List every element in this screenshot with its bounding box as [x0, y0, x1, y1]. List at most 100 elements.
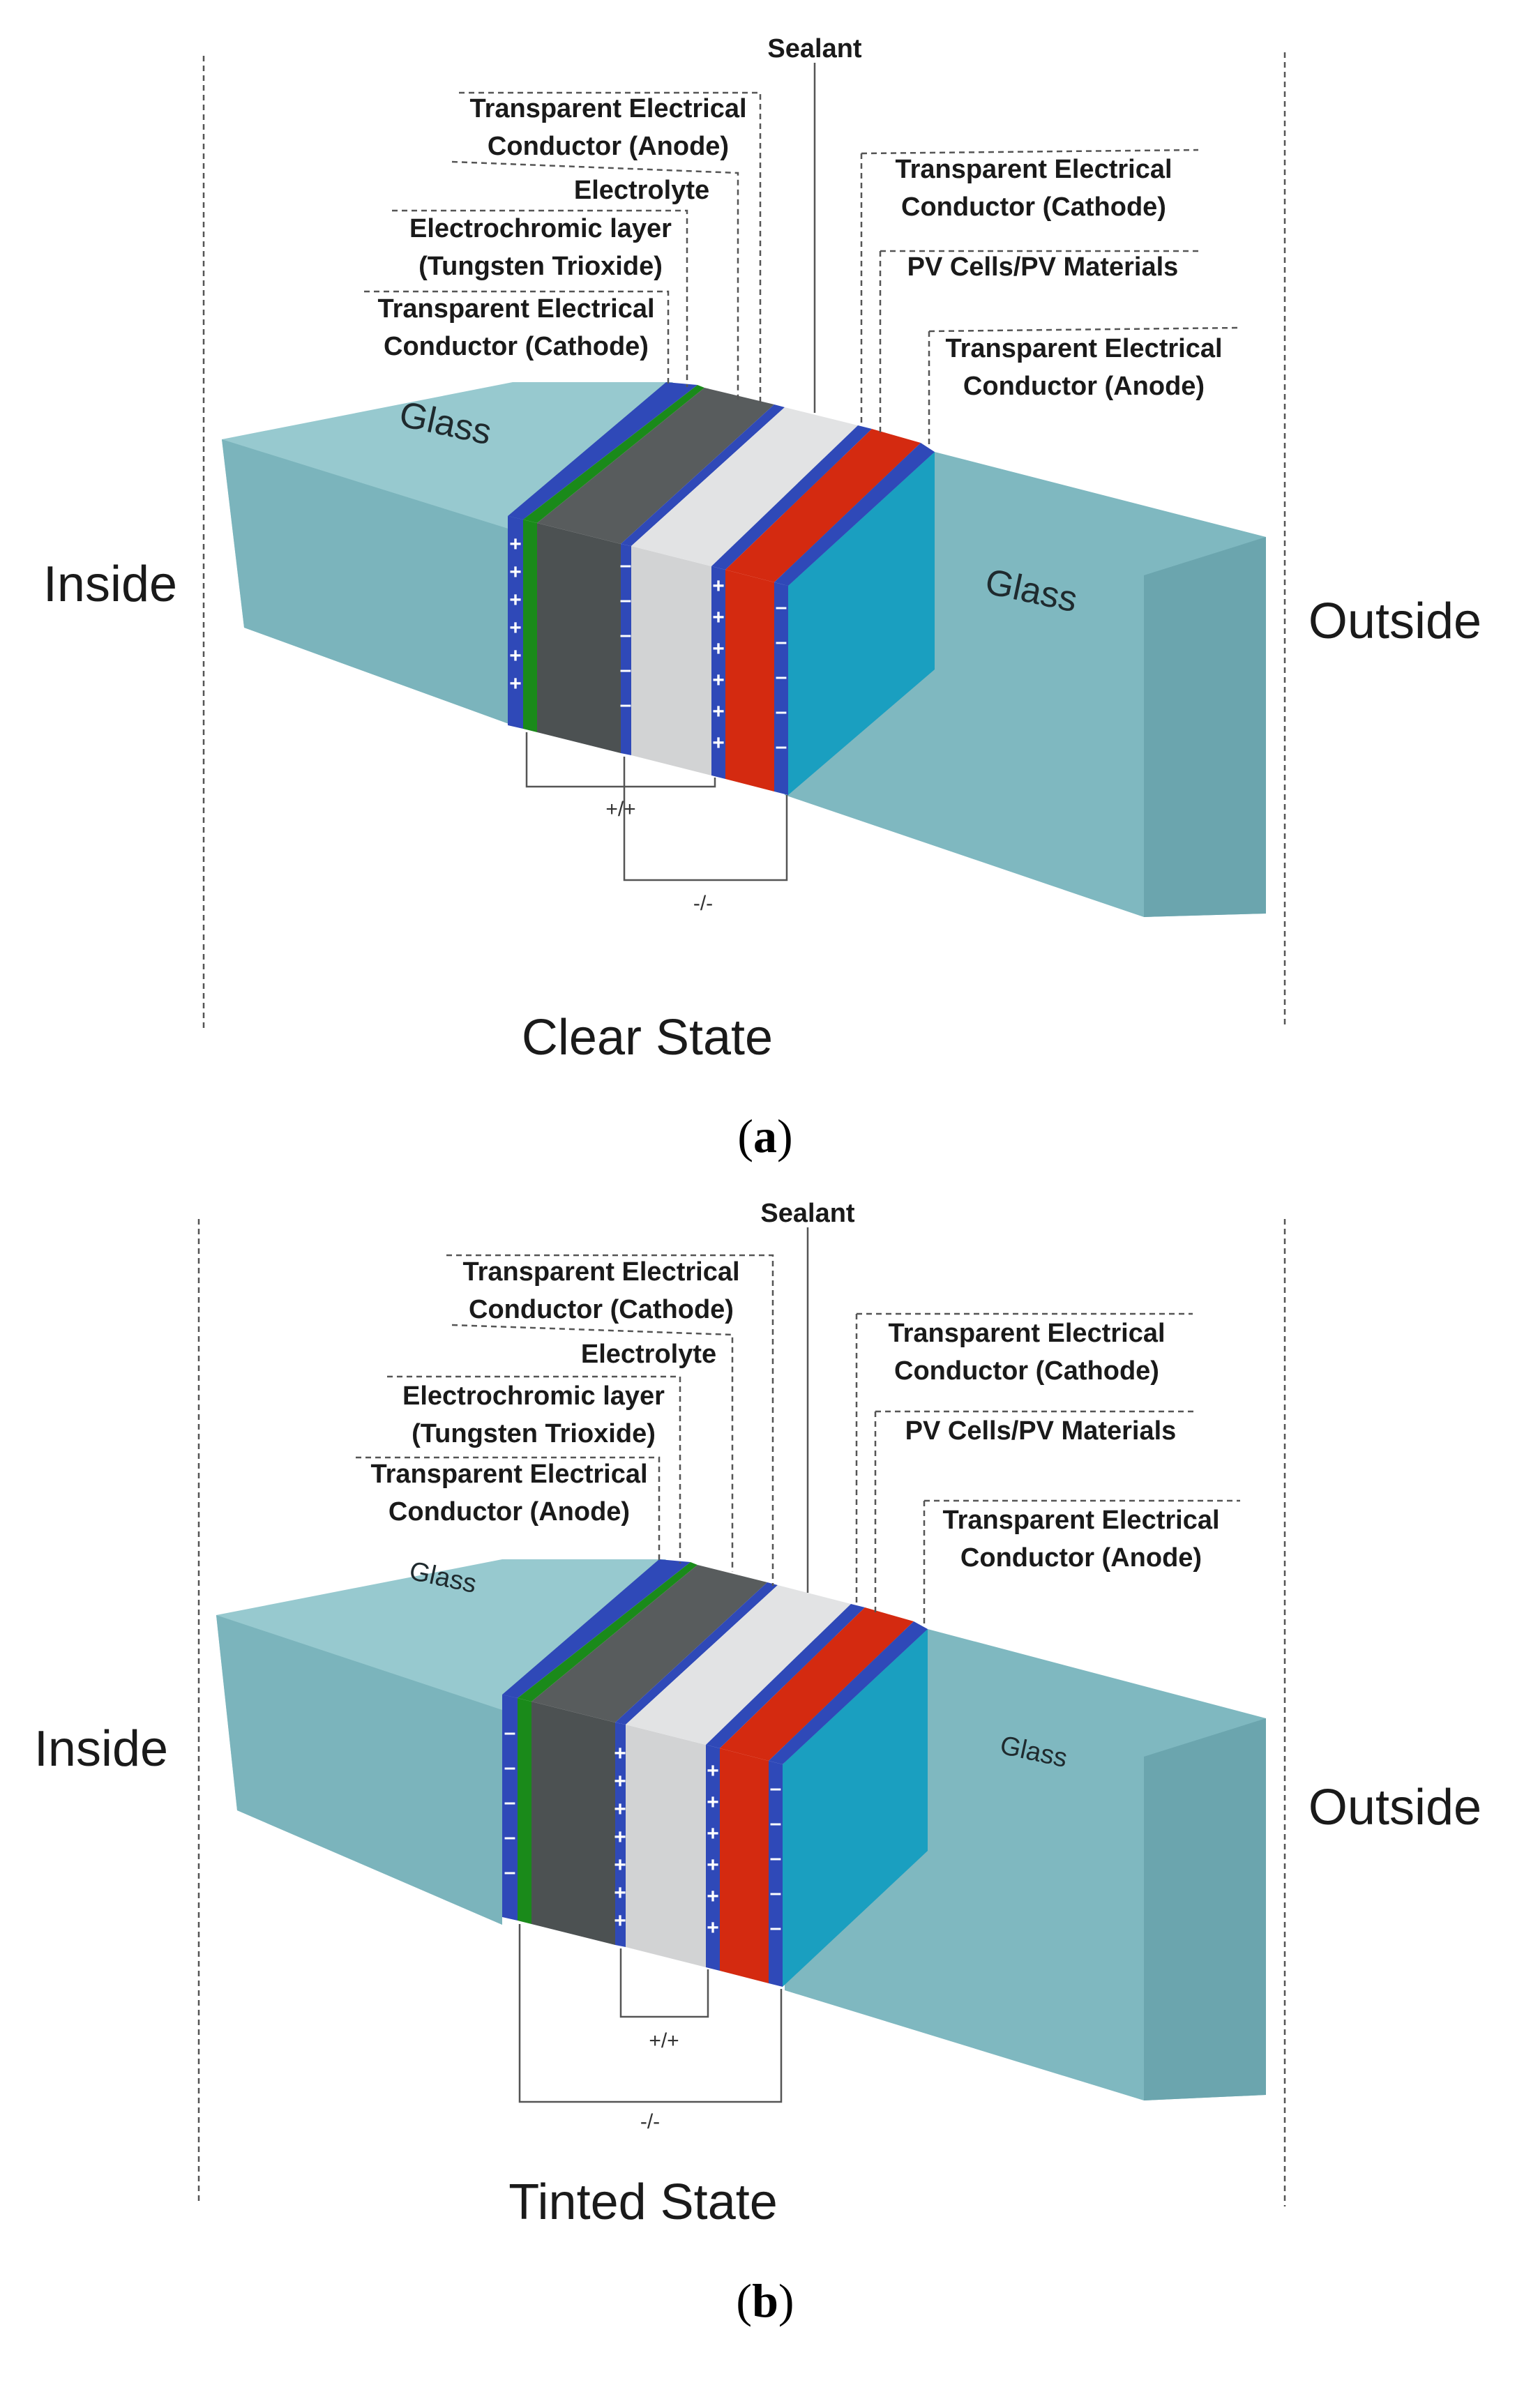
caption-b: (b) — [736, 2274, 794, 2327]
layer-conductor-4 — [769, 1761, 783, 1987]
svg-text:+: + — [712, 606, 725, 629]
label-sealant: Sealant — [767, 34, 862, 63]
state-label: Tinted State — [508, 2174, 778, 2230]
layer-pv — [720, 1748, 769, 1983]
inside-label: Inside — [43, 556, 177, 612]
label-tec-right-line2: Conductor (Cathode) — [901, 192, 1166, 222]
layer-electrochromic — [518, 1698, 531, 1924]
panel-b-tinted-state: – – – – – + + + + + + + + + + + + + – – … — [0, 1199, 1531, 2405]
svg-text:+: + — [712, 575, 725, 598]
top-electrochromic — [518, 1562, 697, 1702]
svg-text:+: + — [707, 1822, 719, 1845]
svg-text:+: + — [509, 561, 522, 584]
svg-text:+: + — [707, 1791, 719, 1814]
layer-conductor-3 — [711, 566, 725, 779]
top-ec-region — [537, 388, 774, 544]
label-tec-out-line1: Transparent Electrical — [942, 1506, 1219, 1535]
layer-ec-region — [537, 523, 621, 753]
layer-electrochromic — [523, 520, 537, 732]
glass-left-front — [216, 1615, 502, 1925]
label-ec-line1: Electrochromic layer — [409, 214, 672, 243]
svg-text:–: – — [770, 1847, 782, 1870]
polarity-upper-label: +/+ — [649, 2029, 679, 2052]
layer-electrolyte — [626, 1725, 706, 1967]
svg-text:–: – — [776, 735, 787, 758]
label-tec-out-line2: Conductor (Anode) — [963, 372, 1205, 401]
svg-text:–: – — [770, 1812, 782, 1835]
svg-text:–: – — [770, 1881, 782, 1905]
top-conductor-4 — [769, 1621, 928, 1764]
layer-conductor-3 — [706, 1745, 720, 1971]
label-ec-line1: Electrochromic layer — [402, 1381, 665, 1411]
caption-a: (a) — [737, 1110, 792, 1163]
label-sealant: Sealant — [760, 1202, 855, 1228]
svg-text:–: – — [776, 596, 787, 619]
label-tec-right-line2: Conductor (Cathode) — [894, 1356, 1159, 1386]
svg-text:+: + — [614, 1909, 626, 1932]
svg-text:–: – — [776, 665, 787, 688]
svg-text:–: – — [620, 623, 632, 646]
layer-pv — [725, 570, 774, 792]
svg-text:–: – — [504, 1861, 516, 1884]
svg-text:+: + — [614, 1770, 626, 1793]
svg-text:+: + — [614, 1881, 626, 1905]
svg-text:–: – — [620, 693, 632, 716]
layer-conductor-2 — [621, 544, 631, 755]
state-label: Clear State — [522, 1010, 773, 1066]
outer-glass-face — [783, 1629, 928, 1987]
layer-conductor-1 — [502, 1695, 518, 1921]
label-tec-top-line1: Transparent Electrical — [469, 94, 746, 123]
sign-markers: + + + + + + – – – – – + + + + + + – – – … — [509, 533, 787, 758]
label-tec-top-line2: Conductor (Cathode) — [469, 1295, 734, 1324]
label-pv: PV Cells/PV Materials — [905, 1416, 1177, 1446]
svg-text:–: – — [504, 1756, 516, 1779]
svg-text:–: – — [620, 658, 632, 681]
svg-text:–: – — [504, 1826, 516, 1849]
label-pv: PV Cells/PV Materials — [907, 252, 1179, 282]
svg-text:+: + — [509, 616, 522, 639]
top-pv — [720, 1607, 914, 1761]
svg-text:+: + — [509, 672, 522, 695]
svg-text:+: + — [614, 1826, 626, 1849]
polarity-upper-label: +/+ — [605, 798, 635, 821]
label-tec-right-line1: Transparent Electrical — [895, 155, 1172, 184]
label-tec-out-line2: Conductor (Anode) — [960, 1543, 1202, 1573]
label-ec-line2: (Tungsten Trioxide) — [412, 1419, 656, 1448]
label-ec-line2: (Tungsten Trioxide) — [418, 252, 663, 281]
top-conductor-3 — [711, 425, 872, 570]
svg-text:–: – — [504, 1791, 516, 1814]
label-tec-right-line1: Transparent Electrical — [888, 1319, 1165, 1348]
layer-electrolyte — [631, 546, 711, 775]
glass-right-side — [1144, 1718, 1266, 2100]
diagram-a: + + + + + + – – – – – + + + + + + – – – … — [43, 34, 1481, 1163]
leader-lines — [356, 1227, 1240, 1628]
svg-text:–: – — [504, 1721, 516, 1744]
svg-text:–: – — [776, 630, 787, 653]
layer-ec-region — [531, 1702, 615, 1945]
layer-conductor-1 — [508, 516, 523, 729]
sign-markers: – – – – – + + + + + + + + + + + + + – – … — [504, 1721, 782, 1939]
layer-conductor-2 — [615, 1722, 626, 1947]
panel-a-clear-state: + + + + + + – – – – – + + + + + + – – – … — [0, 0, 1531, 1202]
svg-text:–: – — [620, 589, 632, 612]
top-ec-region — [531, 1565, 767, 1722]
top-electrolyte — [626, 1585, 851, 1745]
label-electrolyte: Electrolyte — [574, 176, 709, 205]
polarity-brackets — [525, 732, 788, 881]
top-electrolyte — [631, 407, 858, 566]
svg-text:+: + — [712, 669, 725, 692]
svg-text:–: – — [620, 554, 632, 577]
glass-left-front — [222, 439, 513, 725]
svg-text:–: – — [776, 700, 787, 723]
label-tec-top-line1: Transparent Electrical — [462, 1257, 739, 1287]
glass-right-side — [1144, 537, 1266, 917]
svg-text:+: + — [509, 589, 522, 612]
polarity-lower-label: -/- — [693, 892, 713, 915]
svg-text:–: – — [770, 1916, 782, 1939]
label-tec-left-line2: Conductor (Cathode) — [384, 332, 649, 361]
layer-conductor-4 — [774, 582, 788, 795]
diagram-b: – – – – – + + + + + + + + + + + + + – – … — [34, 1199, 1481, 2327]
top-electrochromic — [523, 385, 704, 523]
label-tec-left-line2: Conductor (Anode) — [389, 1497, 630, 1527]
top-conductor-3 — [706, 1604, 865, 1748]
